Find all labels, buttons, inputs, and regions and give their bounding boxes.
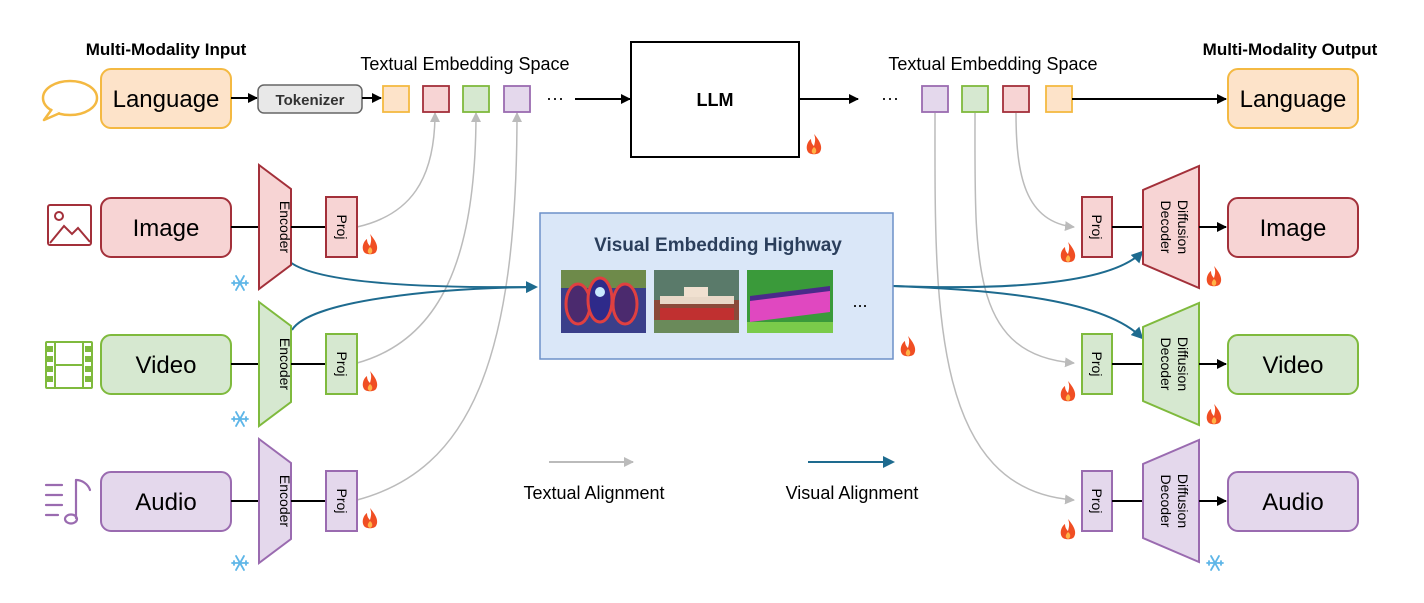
input-language-label: Language	[113, 86, 220, 113]
image-proj-to-token-curve	[356, 112, 440, 228]
video-encoder	[258, 300, 292, 428]
textual-alignment-input-curves	[356, 112, 522, 501]
output-audio-proj-fire-icon	[1060, 519, 1076, 540]
image-proj-label: Proj	[334, 215, 350, 240]
llm-box	[630, 41, 800, 158]
audio-encoder	[258, 437, 292, 565]
image-decoder-label-line2: Decoder	[1158, 201, 1174, 254]
video-proj-to-token-curve	[356, 112, 481, 364]
token-video-in	[462, 85, 490, 113]
audio-encoder-label: Encoder	[277, 475, 293, 527]
highway-image-1	[561, 270, 646, 333]
token-to-audio-proj-curve	[934, 112, 1075, 505]
token-image-out	[1002, 85, 1030, 113]
film-strip-icon	[45, 341, 93, 389]
audio-proj	[325, 470, 358, 532]
textual-alignment-output-curves	[934, 112, 1075, 505]
video-encoder-snowflake-icon	[231, 411, 249, 427]
input-image-label: Image	[133, 215, 200, 242]
token-language-out	[1045, 85, 1073, 113]
output-audio-proj	[1081, 470, 1113, 532]
video-proj-fire-icon	[362, 371, 378, 392]
token-to-video-proj-curve	[974, 112, 1075, 368]
image-decoder-label-line1: Diffusion	[1175, 200, 1191, 254]
highway-fire-icon	[900, 336, 916, 357]
llm-fire-icon	[806, 134, 822, 155]
output-audio-proj-label: Proj	[1089, 489, 1105, 514]
image-diffusion-decoder	[1142, 164, 1200, 290]
video-decoder-label-line2: Decoder	[1158, 338, 1174, 391]
legend-textual-label: Textual Alignment	[523, 483, 664, 503]
token-audio-in	[503, 85, 531, 113]
visual-alignment-curves	[289, 250, 1144, 340]
tokens-out-ellipsis: ···	[881, 88, 899, 108]
output-header: Multi-Modality Output	[1203, 40, 1378, 59]
tokens-in-ellipsis: ···	[546, 88, 564, 108]
highway-image-3	[747, 270, 833, 333]
tokenizer-label: Tokenizer	[276, 92, 345, 109]
highway-to-video-decoder-curve	[892, 285, 1144, 340]
audio-decoder-label-line2: Decoder	[1158, 475, 1174, 528]
output-video-box	[1227, 334, 1359, 395]
video-encoder-to-highway-curve	[291, 286, 537, 331]
token-language-in	[382, 85, 410, 113]
highway-ellipsis: ...	[852, 291, 867, 311]
image-encoder-label: Encoder	[277, 201, 293, 253]
token-video-out	[961, 85, 989, 113]
audio-proj-fire-icon	[362, 508, 378, 529]
input-header: Multi-Modality Input	[86, 40, 247, 59]
highway-title: Visual Embedding Highway	[594, 235, 842, 256]
output-image-label: Image	[1260, 215, 1327, 242]
highway-image-2	[654, 270, 739, 333]
token-audio-out	[921, 85, 949, 113]
output-image-proj	[1081, 196, 1113, 258]
video-proj-label: Proj	[334, 352, 350, 377]
output-image-proj-fire-icon	[1060, 242, 1076, 263]
llm-label: LLM	[697, 90, 734, 110]
output-audio-label: Audio	[1262, 489, 1323, 516]
speech-bubble-icon	[41, 79, 99, 122]
token-image-in	[422, 85, 450, 113]
output-language-box	[1227, 68, 1359, 129]
embedding-space-right-label: Textual Embedding Space	[888, 54, 1097, 74]
output-video-proj-fire-icon	[1060, 381, 1076, 402]
output-audio-box	[1227, 471, 1359, 532]
music-note-icon	[44, 478, 92, 525]
video-encoder-label: Encoder	[277, 338, 293, 390]
video-decoder-label-line1: Diffusion	[1175, 337, 1191, 391]
output-video-label: Video	[1263, 352, 1324, 379]
image-decoder-fire-icon	[1206, 266, 1222, 287]
output-video-proj-label: Proj	[1089, 352, 1105, 377]
token-to-image-proj-curve	[1015, 112, 1075, 232]
audio-proj-to-token-curve	[356, 112, 522, 501]
image-proj-fire-icon	[362, 234, 378, 255]
picture-icon	[47, 204, 92, 246]
embedding-space-left-label: Textual Embedding Space	[360, 54, 569, 74]
audio-diffusion-decoder	[1142, 438, 1200, 564]
output-language-label: Language	[1240, 86, 1347, 113]
output-image-box	[1227, 197, 1359, 258]
audio-proj-label: Proj	[334, 489, 350, 514]
legend-visual-label: Visual Alignment	[786, 483, 919, 503]
video-decoder-fire-icon	[1206, 404, 1222, 425]
video-diffusion-decoder	[1142, 301, 1200, 427]
audio-decoder-label-line1: Diffusion	[1175, 474, 1191, 528]
input-audio-label: Audio	[135, 489, 196, 516]
image-proj	[325, 196, 358, 258]
input-video-label: Video	[136, 352, 197, 379]
output-image-proj-label: Proj	[1089, 215, 1105, 240]
image-encoder	[258, 163, 292, 291]
image-encoder-to-highway-curve	[289, 261, 538, 294]
video-proj	[325, 333, 358, 395]
audio-decoder-snowflake-icon	[1206, 555, 1224, 571]
audio-encoder-snowflake-icon	[231, 555, 249, 571]
image-encoder-snowflake-icon	[231, 275, 249, 291]
